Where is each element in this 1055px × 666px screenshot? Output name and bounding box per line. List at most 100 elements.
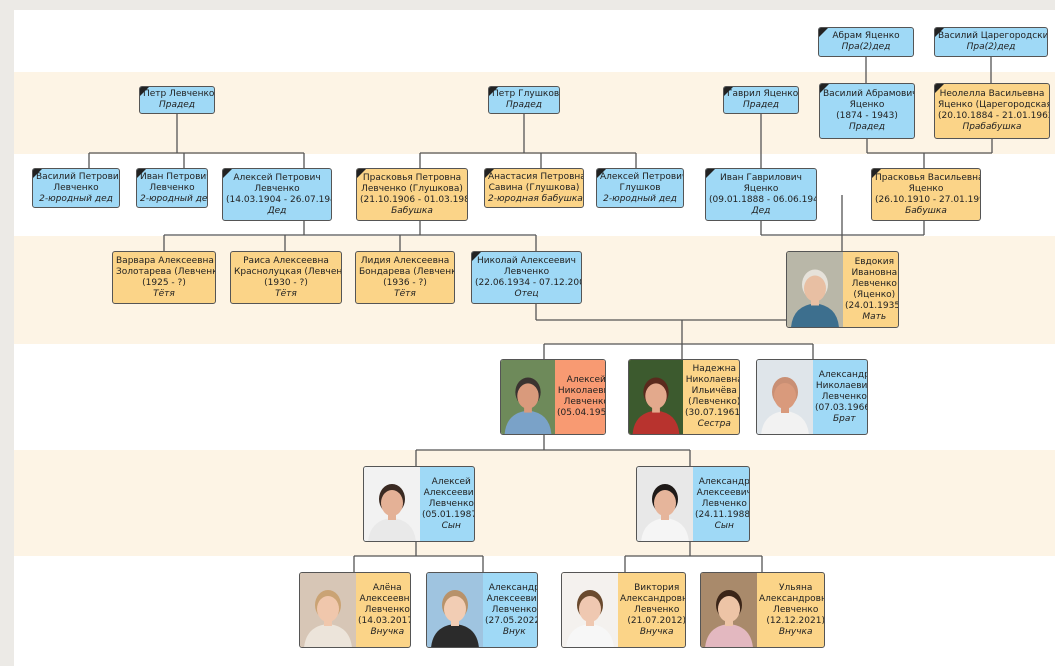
person-text-line: (14.03.1904 - 26.07.1942) (226, 194, 331, 205)
relation-label: Бабушка (905, 205, 947, 216)
person-text-line: Василий Абрамович (823, 89, 915, 99)
person-text-line: Алексей (431, 476, 471, 487)
person-text-line: Глушков (619, 182, 661, 193)
person-text-line: Александр (818, 369, 868, 380)
portrait-photo (501, 360, 555, 434)
person-info: УльянаАлександровнаЛевченко(12.12.2021)В… (757, 573, 824, 647)
person-text-line: (05.01.1987) (422, 509, 475, 520)
person-text-line: (Яценко) (853, 289, 896, 300)
person-text-line: (20.10.1884 - 21.01.1962) (938, 111, 1050, 121)
relation-label: 2-юродная бабушка (488, 193, 583, 204)
portrait-photo (787, 252, 843, 327)
person-text-line: (30.07.1961) (685, 408, 740, 418)
person-text-line: (14.03.2017) (358, 615, 411, 626)
person-card-aleksey-nikolaevich[interactable]: АлексейНиколаевичЛевченко(05.04.1958) (500, 359, 606, 435)
person-text-line: Алексеевич (423, 487, 475, 498)
person-text-line: Евдокия (854, 256, 894, 267)
person-text-line: Алексей (566, 375, 606, 385)
person-text-line: Прасковья Васильевна (875, 172, 981, 183)
person-info: ВикторияАлександровнаЛевченко(21.07.2012… (618, 573, 685, 647)
relation-label: Прадед (849, 122, 885, 132)
relation-label: Сын (441, 520, 461, 531)
relation-label: Прабабушка (962, 122, 1022, 132)
person-text-line: Левченко (428, 498, 474, 509)
relation-label: Внучка (639, 626, 674, 637)
relation-label: Тётя (153, 288, 175, 299)
person-text-line: Левченко (563, 397, 606, 407)
portrait-photo (562, 573, 618, 647)
person-text-line: Алексеевич (486, 593, 538, 604)
relation-label: Сестра (697, 419, 731, 429)
person-text-line: (24.01.1935) (845, 300, 899, 311)
relation-label: Пра(2)дед (966, 42, 1016, 52)
person-text-line: (1874 - 1943) (836, 111, 898, 121)
person-text-line: Александр (698, 476, 750, 487)
person-text-line: Левченко (851, 278, 897, 289)
person-text-line: Яценко (908, 183, 944, 194)
person-text-line: (22.06.1934 - 07.12.2008) (475, 277, 581, 288)
person-text-line: Николаевич (815, 380, 868, 391)
relation-label: Сын (714, 520, 734, 531)
person-text-line: Николай Алексеевич (477, 255, 576, 266)
person-text-line: Анастасия Петровна (488, 171, 584, 182)
person-text-line: Василий Петрович (36, 171, 120, 182)
person-text-line: Левченко (701, 498, 747, 509)
portrait-photo (629, 360, 683, 434)
person-text-line: (1936 - ?) (383, 277, 427, 288)
person-text-line: (21.10.1906 - 01.03.1986) (360, 194, 468, 205)
relation-label: Прадед (159, 100, 195, 110)
person-text-line: (09.01.1888 - 06.06.1949) (709, 194, 817, 205)
person-text-line: Левченко (491, 604, 537, 615)
person-text-line: Левченко (773, 604, 819, 615)
person-text-line: Петр Глушков (492, 89, 560, 99)
person-text-line: (24.11.1988) (695, 509, 750, 520)
person-text-line: Гаврил Яценко (727, 89, 799, 99)
person-text-line: Яценко (Царегородская) (938, 100, 1050, 110)
person-text-line: (Левченко) (688, 397, 740, 407)
person-text-line: Краснолуцкая (Левченко) (234, 266, 342, 277)
person-card-ulyana[interactable]: УльянаАлександровнаЛевченко(12.12.2021)В… (700, 572, 825, 648)
portrait-photo (427, 573, 483, 647)
relation-label: 2-юродный дед (39, 193, 113, 204)
person-card-viktoriya[interactable]: ВикторияАлександровнаЛевченко(21.07.2012… (561, 572, 686, 648)
person-text-line: Левченко (503, 266, 550, 277)
person-text-line: Левченко (53, 182, 99, 193)
person-text-line: Абрам Яценко (832, 31, 900, 41)
person-text-line: Алексей Петрович (233, 172, 321, 183)
person-text-line: Алёна (372, 582, 402, 593)
person-text-line: Иван Гаврилович (720, 172, 802, 183)
person-text-line: Александровна (620, 593, 685, 604)
relation-label: 2-юродный дед (603, 193, 677, 204)
person-text-line: (26.10.1910 - 27.01.1995) (875, 194, 980, 205)
